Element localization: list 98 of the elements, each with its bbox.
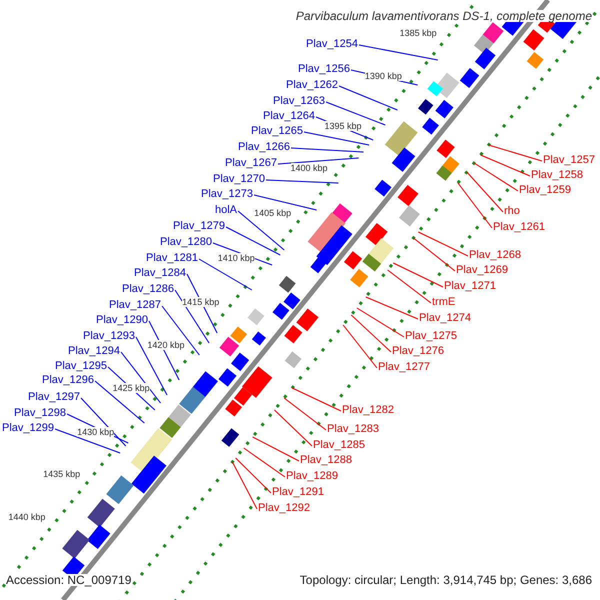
leader-line bbox=[392, 262, 444, 288]
leader-line bbox=[418, 232, 468, 256]
gene-label: Plav_1254 bbox=[306, 38, 358, 50]
gene-label: Plav_1288 bbox=[300, 454, 352, 466]
gene-label: Plav_1265 bbox=[251, 125, 303, 137]
gene-label: trmE bbox=[432, 296, 456, 308]
gene-label: Plav_1282 bbox=[342, 404, 394, 416]
scale-tick-label: 1410 kbp bbox=[218, 253, 255, 263]
scale-tick-label: 1420 kbp bbox=[147, 340, 184, 350]
leader-line bbox=[292, 388, 342, 412]
gene-label: Plav_1298 bbox=[14, 407, 66, 419]
gene-label: Plav_1267 bbox=[225, 157, 277, 169]
footer-note: Accession: NC_009719 bbox=[6, 574, 132, 586]
leader-line bbox=[356, 308, 404, 338]
leader-line bbox=[290, 148, 364, 152]
leader-line bbox=[365, 296, 418, 320]
gene-label: Plav_1262 bbox=[286, 79, 338, 91]
gene-label: Plav_1271 bbox=[444, 280, 496, 292]
gene-label: Plav_1291 bbox=[272, 486, 324, 498]
gene-label: Plav_1287 bbox=[109, 299, 161, 311]
gene-label: Plav_1294 bbox=[68, 345, 120, 357]
scale-tick-label: 1440 kbp bbox=[8, 512, 46, 522]
leader-line bbox=[278, 158, 360, 164]
leader-line bbox=[54, 428, 121, 454]
leader-line bbox=[232, 462, 258, 510]
gene-label: Plav_1297 bbox=[28, 391, 80, 403]
leader-line bbox=[387, 270, 432, 304]
scale-tick-label: 1415 kbp bbox=[182, 297, 220, 307]
leader-line bbox=[338, 86, 398, 110]
leader-line bbox=[412, 238, 456, 272]
gene-label: Plav_1275 bbox=[405, 330, 457, 342]
leader-line bbox=[326, 102, 386, 126]
gene-label: Plav_1285 bbox=[313, 439, 365, 451]
leader-line bbox=[226, 226, 281, 256]
title: Parvibaculum lavamentivorans DS-1, complete genome bbox=[296, 10, 592, 22]
leader-line bbox=[274, 410, 312, 446]
scale-tick-label: 1430 kbp bbox=[77, 427, 114, 437]
scale-tick-label: 1395 kbp bbox=[324, 121, 362, 131]
gene-label: Plav_1259 bbox=[519, 184, 571, 196]
leader-line bbox=[480, 154, 530, 176]
gene-label: Plav_1268 bbox=[469, 249, 521, 261]
scale-tick-label: 1400 kbp bbox=[290, 163, 328, 173]
gene-label: Plav_1270 bbox=[213, 173, 265, 185]
leader-line bbox=[198, 258, 252, 290]
gene-label: Plav_1296 bbox=[42, 374, 94, 386]
gene-label: Plav_1299 bbox=[2, 422, 54, 434]
gene-label: Plav_1283 bbox=[327, 423, 379, 435]
footer-note: Topology: circular; Length: 3,914,745 bp; Genes: 3,686 bbox=[300, 574, 592, 586]
gene-label: rho bbox=[504, 205, 520, 217]
leader-line bbox=[80, 398, 126, 446]
leader-line bbox=[358, 44, 438, 60]
gene-label: Plav_1274 bbox=[419, 312, 471, 324]
scale-tick-label: 1435 kbp bbox=[43, 469, 80, 479]
gene-label: Plav_1266 bbox=[238, 141, 290, 153]
leader-line bbox=[174, 290, 210, 344]
gene-label: Plav_1258 bbox=[531, 169, 583, 181]
gene-label: Plav_1263 bbox=[273, 95, 325, 107]
leader-line bbox=[466, 172, 504, 212]
leader-line bbox=[488, 144, 542, 162]
gene-label: Plav_1284 bbox=[134, 267, 186, 279]
scale-tick-label: 1385 kbp bbox=[400, 28, 437, 38]
gene-label: Plav_1292 bbox=[258, 502, 310, 514]
leader-line bbox=[474, 162, 518, 192]
gene-label: Plav_1293 bbox=[83, 330, 135, 342]
leader-line bbox=[254, 194, 318, 210]
leader-line bbox=[342, 324, 378, 368]
leader-line bbox=[162, 306, 200, 356]
gene-label: Plav_1269 bbox=[456, 264, 508, 276]
gene-label: Plav_1289 bbox=[286, 470, 338, 482]
gene-label: Plav_1277 bbox=[378, 361, 430, 373]
leader-line bbox=[252, 436, 300, 462]
gene-label: Plav_1279 bbox=[173, 220, 225, 232]
scale-tick-label: 1425 kbp bbox=[112, 383, 150, 393]
leader-line bbox=[457, 182, 492, 228]
gene-label: Plav_1276 bbox=[392, 345, 444, 357]
leader-line bbox=[235, 458, 272, 494]
gene-label: Plav_1280 bbox=[160, 236, 212, 248]
gene-label: holA bbox=[215, 204, 238, 216]
leader-line bbox=[304, 132, 370, 146]
scale-tick-label: 1390 kbp bbox=[364, 71, 402, 81]
gene-label: Plav_1290 bbox=[96, 314, 148, 326]
leader-line bbox=[94, 380, 145, 424]
leader-line bbox=[266, 180, 339, 184]
gene-label: Plav_1286 bbox=[122, 283, 174, 295]
gene-label: Plav_1295 bbox=[55, 360, 107, 372]
leader-line bbox=[136, 336, 168, 396]
gene-label: Plav_1273 bbox=[201, 188, 253, 200]
gene-label: Plav_1256 bbox=[298, 63, 350, 75]
leader-line bbox=[238, 210, 285, 250]
scale-tick-label: 1405 kbp bbox=[254, 208, 292, 218]
leader-line bbox=[284, 398, 326, 430]
gene-label: Plav_1281 bbox=[146, 252, 198, 264]
leader-line bbox=[120, 352, 162, 404]
gene-label: Plav_1261 bbox=[493, 221, 545, 233]
gene-label: Plav_1264 bbox=[263, 110, 315, 122]
leader-line bbox=[243, 448, 286, 478]
leader-line bbox=[350, 314, 392, 352]
gene-label: Plav_1257 bbox=[543, 154, 595, 166]
